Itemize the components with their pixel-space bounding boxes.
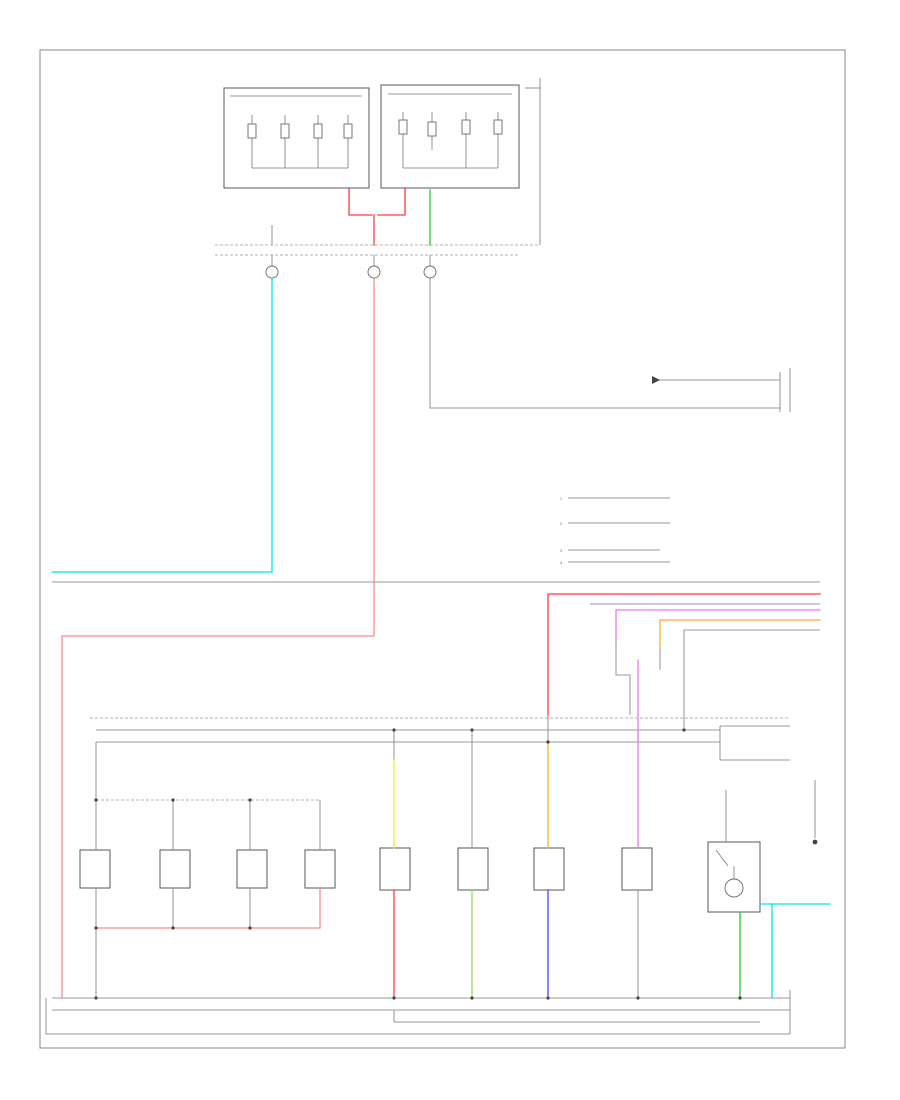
bus-mid	[90, 717, 790, 761]
component-switch-4	[304, 849, 336, 889]
legend-num-4: 4	[560, 561, 562, 565]
component-switch-3	[236, 849, 268, 889]
fuses-left	[247, 115, 353, 169]
component-switch-6	[457, 847, 489, 891]
bus-bottom	[45, 990, 791, 1035]
junction-block-top	[215, 78, 541, 256]
wire-bundle-right	[547, 593, 821, 716]
fuses-right	[398, 112, 503, 169]
wires-vertical-lower	[95, 887, 831, 999]
legend-num-3: 3	[560, 549, 562, 553]
wires-top-red	[348, 187, 406, 246]
wire-pink-main	[61, 277, 375, 999]
component-switch-1	[79, 849, 111, 889]
component-switch-8	[621, 847, 653, 891]
wire-cyan-main	[51, 277, 273, 573]
splice-dots	[94, 728, 742, 1000]
component-switch-7	[533, 847, 565, 891]
connectors-top	[265, 255, 437, 279]
component-motor-9	[707, 780, 818, 913]
wire-gray-connector	[429, 278, 780, 409]
page-frame	[39, 49, 846, 1049]
legend-num-2: 2	[560, 522, 562, 526]
fuse-box-right	[380, 84, 520, 189]
wires-vertical-upper	[95, 714, 685, 850]
component-switch-2	[159, 849, 191, 889]
legend: 1 2 3 4	[560, 497, 670, 565]
remote-switch	[652, 368, 791, 412]
component-switch-5	[379, 847, 411, 891]
legend-num-1: 1	[560, 497, 562, 501]
